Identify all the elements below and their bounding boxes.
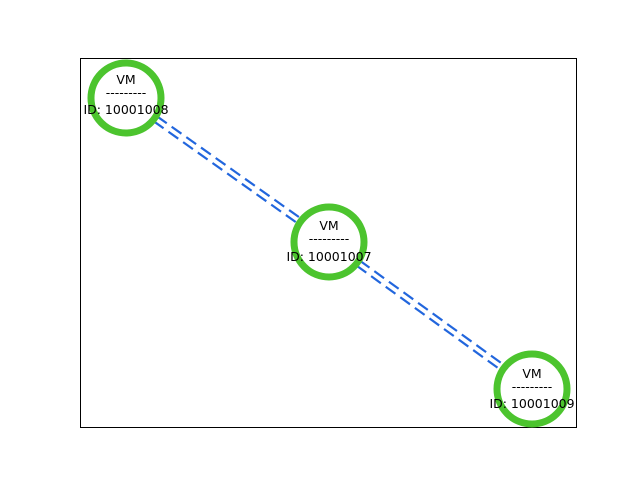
- node-id-label: ID: 10001009: [489, 396, 574, 411]
- node-ring: [493, 350, 571, 428]
- edge-line-b: [326, 243, 532, 393]
- edge-10001007-10001009: [326, 238, 535, 393]
- plot-frame: [80, 58, 577, 428]
- edge-line-a: [126, 94, 332, 241]
- vm-node[interactable]: VM --------- ID: 10001009: [489, 350, 575, 428]
- node-ring: [290, 203, 368, 281]
- node-type-label: VM: [116, 72, 135, 87]
- edge-line-b: [123, 99, 329, 246]
- node-separator: ---------: [512, 379, 553, 394]
- node-separator: ---------: [309, 231, 350, 246]
- edge-10001008-10001007: [123, 94, 332, 246]
- node-separator: ---------: [106, 85, 147, 100]
- node-ring: [87, 59, 165, 137]
- nodes-layer: VM --------- ID: 10001008 VM --------- I…: [83, 59, 575, 428]
- vm-node[interactable]: VM --------- ID: 10001007: [286, 203, 372, 281]
- node-id-label: ID: 10001007: [286, 249, 371, 264]
- vm-node[interactable]: VM --------- ID: 10001008: [83, 59, 169, 137]
- node-id-label: ID: 10001008: [83, 102, 168, 117]
- edges-layer: [123, 94, 535, 393]
- edge-line-a: [329, 238, 535, 388]
- node-type-label: VM: [522, 366, 541, 381]
- node-type-label: VM: [319, 218, 338, 233]
